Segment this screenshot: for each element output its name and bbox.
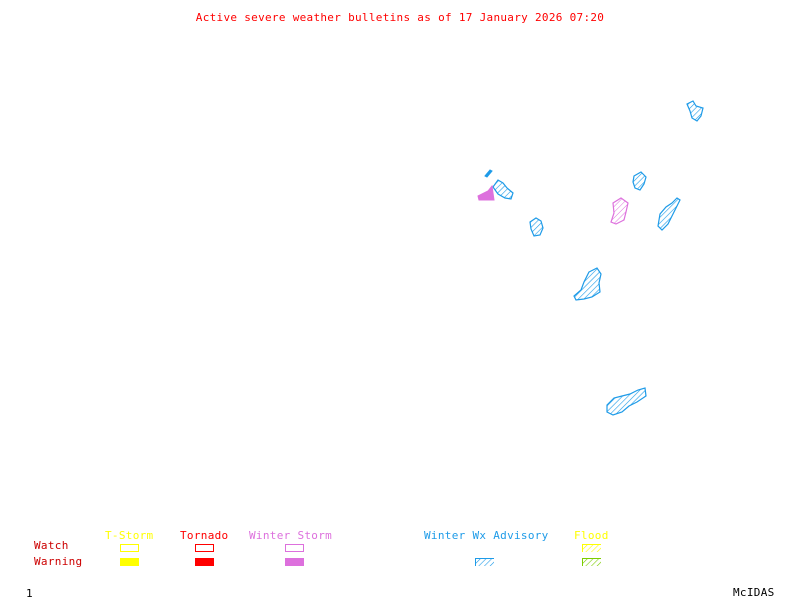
- legend-warning-label: Warning: [34, 555, 83, 568]
- advisory-area-great-lakes[interactable]: [632, 171, 647, 191]
- winter-storm-watch-area[interactable]: [610, 197, 629, 225]
- advisory-area-east[interactable]: [657, 197, 681, 231]
- advisory-area-far-northeast[interactable]: [686, 100, 704, 122]
- legend-flood-warning-swatch: [582, 558, 601, 566]
- legend-tornado-warning-swatch: [195, 558, 214, 566]
- frame-number: 1: [26, 587, 33, 600]
- legend-tstorm-warning-swatch: [120, 558, 139, 566]
- legend-winter-advisory-label: Winter Wx Advisory: [424, 529, 549, 542]
- legend-tornado-label: Tornado: [180, 529, 229, 542]
- legend-flood-label: Flood: [574, 529, 609, 542]
- mcidas-label: McIDAS: [733, 586, 775, 599]
- advisory-area-southeast[interactable]: [606, 387, 647, 416]
- legend-flood-watch-swatch: [582, 544, 601, 552]
- winter-storm-warning-area[interactable]: [477, 184, 495, 201]
- legend-tstorm-label: T-Storm: [105, 529, 154, 542]
- bulletin-title: Active severe weather bulletins as of 17…: [195, 11, 605, 24]
- legend-winter-storm-watch-swatch: [285, 544, 304, 552]
- legend-tornado-watch-swatch: [195, 544, 214, 552]
- advisory-area-north-central[interactable]: [492, 179, 514, 200]
- legend-winter-storm-label: Winter Storm: [249, 529, 333, 542]
- legend-winter-storm-warning-swatch: [285, 558, 304, 566]
- legend-tstorm-watch-swatch: [120, 544, 139, 552]
- legend-watch-label: Watch: [34, 539, 69, 552]
- advisory-area-north-small[interactable]: [484, 169, 493, 178]
- legend-winter-advisory-swatch: [475, 558, 494, 566]
- advisory-area-mid-south[interactable]: [573, 267, 602, 301]
- advisory-area-central[interactable]: [529, 217, 544, 237]
